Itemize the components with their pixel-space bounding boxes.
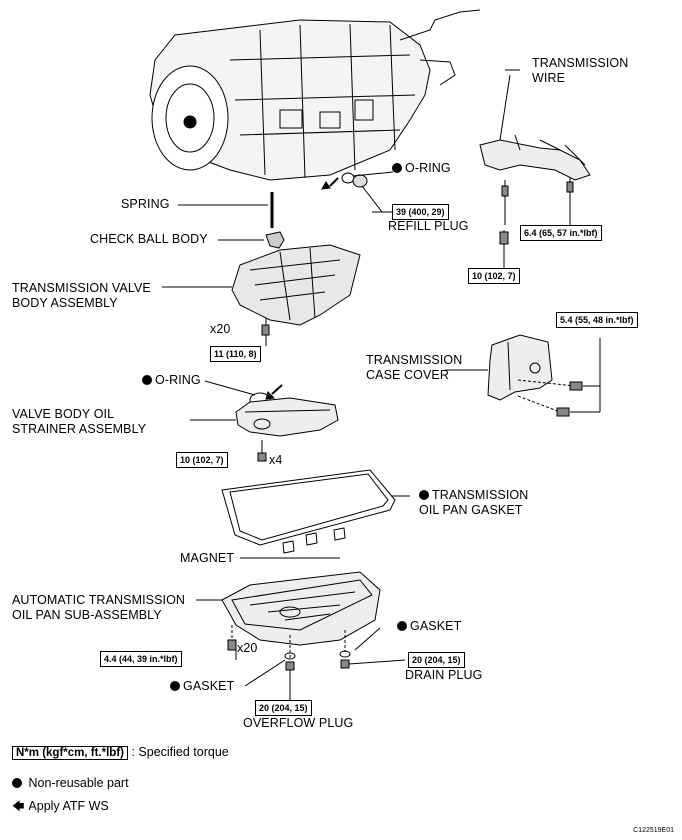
oil-pan-part	[196, 571, 406, 700]
case-cover-part	[445, 334, 601, 417]
label-gasket-left: GASKET	[170, 679, 234, 694]
check-ball-body-part	[218, 231, 285, 249]
label-refill-plug: REFILL PLUG	[388, 219, 469, 233]
strainer-part	[190, 397, 339, 462]
label-gasket-right: GASKET	[397, 619, 461, 634]
label-o-ring-mid: O-RING	[142, 373, 201, 388]
torque-refill-plug: 39 (400, 29)	[392, 204, 449, 220]
gasket-left-text: GASKET	[183, 679, 235, 693]
legend-torque-desc: : Specified torque	[131, 745, 229, 759]
torque-case-cover: 5.4 (55, 48 in.*lbf)	[556, 312, 638, 328]
label-case-cover: TRANSMISSION CASE COVER	[366, 353, 463, 382]
non-reusable-icon	[170, 681, 180, 691]
non-reusable-icon	[12, 778, 22, 788]
label-o-ring-top: O-RING	[392, 161, 451, 176]
torque-wire-lower: 10 (102, 7)	[468, 268, 520, 284]
label-valve-body: TRANSMISSION VALVE BODY ASSEMBLY	[12, 281, 151, 310]
non-reusable-icon	[419, 490, 429, 500]
legend-torque-units: N*m (kgf*cm, ft.*lbf)	[12, 746, 128, 760]
valve-body-part	[162, 244, 361, 340]
torque-drain-plug: 20 (204, 15)	[408, 652, 465, 668]
apply-arrow-icon: 🡄	[12, 799, 25, 813]
legend-apply-atf-text: Apply ATF WS	[28, 799, 109, 813]
non-reusable-icon	[392, 163, 402, 173]
torque-strainer: 10 (102, 7)	[176, 452, 228, 468]
label-drain-plug: DRAIN PLUG	[405, 668, 483, 682]
torque-valve-body: 11 (110, 8)	[210, 346, 261, 362]
gasket-right-text: GASKET	[410, 619, 462, 633]
legend-non-reusable-text: Non-reusable part	[28, 776, 129, 790]
magnet-part	[240, 527, 346, 559]
non-reusable-icon	[142, 375, 152, 385]
legend-apply-atf: 🡄Apply ATF WS	[12, 799, 109, 814]
label-strainer: VALVE BODY OIL STRAINER ASSEMBLY	[12, 407, 147, 436]
figure-code: C122519E01	[633, 827, 674, 834]
label-spring: SPRING	[121, 197, 170, 211]
qty-valve-body-bolts: x20	[210, 322, 231, 336]
pan-gasket-text: TRANSMISSION OIL PAN GASKET	[419, 488, 529, 517]
torque-wire-upper: 6.4 (65, 57 in.*lbf)	[520, 225, 602, 241]
o-ring-top-text: O-RING	[405, 161, 451, 175]
legend-torque: N*m (kgf*cm, ft.*lbf) : Specified torque	[12, 745, 229, 761]
torque-pan-bolts: 4.4 (44, 39 in.*lbf)	[100, 651, 182, 667]
label-pan-gasket: TRANSMISSION OIL PAN GASKET	[419, 488, 528, 518]
non-reusable-icon	[397, 621, 407, 631]
label-check-ball-body: CHECK BALL BODY	[90, 232, 208, 246]
transmission-wire-part	[479, 69, 591, 268]
legend-non-reusable: Non-reusable part	[12, 776, 129, 791]
qty-pan-bolts: x20	[237, 641, 258, 655]
o-ring-mid-text: O-RING	[155, 373, 201, 387]
pan-gasket-part	[221, 469, 410, 546]
label-transmission-wire: TRANSMISSION WIRE	[532, 56, 629, 85]
refill-plug-part	[321, 171, 394, 213]
label-oil-pan: AUTOMATIC TRANSMISSION OIL PAN SUB-ASSEM…	[12, 593, 186, 622]
label-magnet: MAGNET	[180, 551, 235, 565]
label-overflow-plug: OVERFLOW PLUG	[243, 716, 354, 730]
torque-overflow-plug: 20 (204, 15)	[255, 700, 312, 716]
transmission-body	[149, 9, 481, 181]
qty-strainer-bolts: x4	[269, 453, 283, 467]
